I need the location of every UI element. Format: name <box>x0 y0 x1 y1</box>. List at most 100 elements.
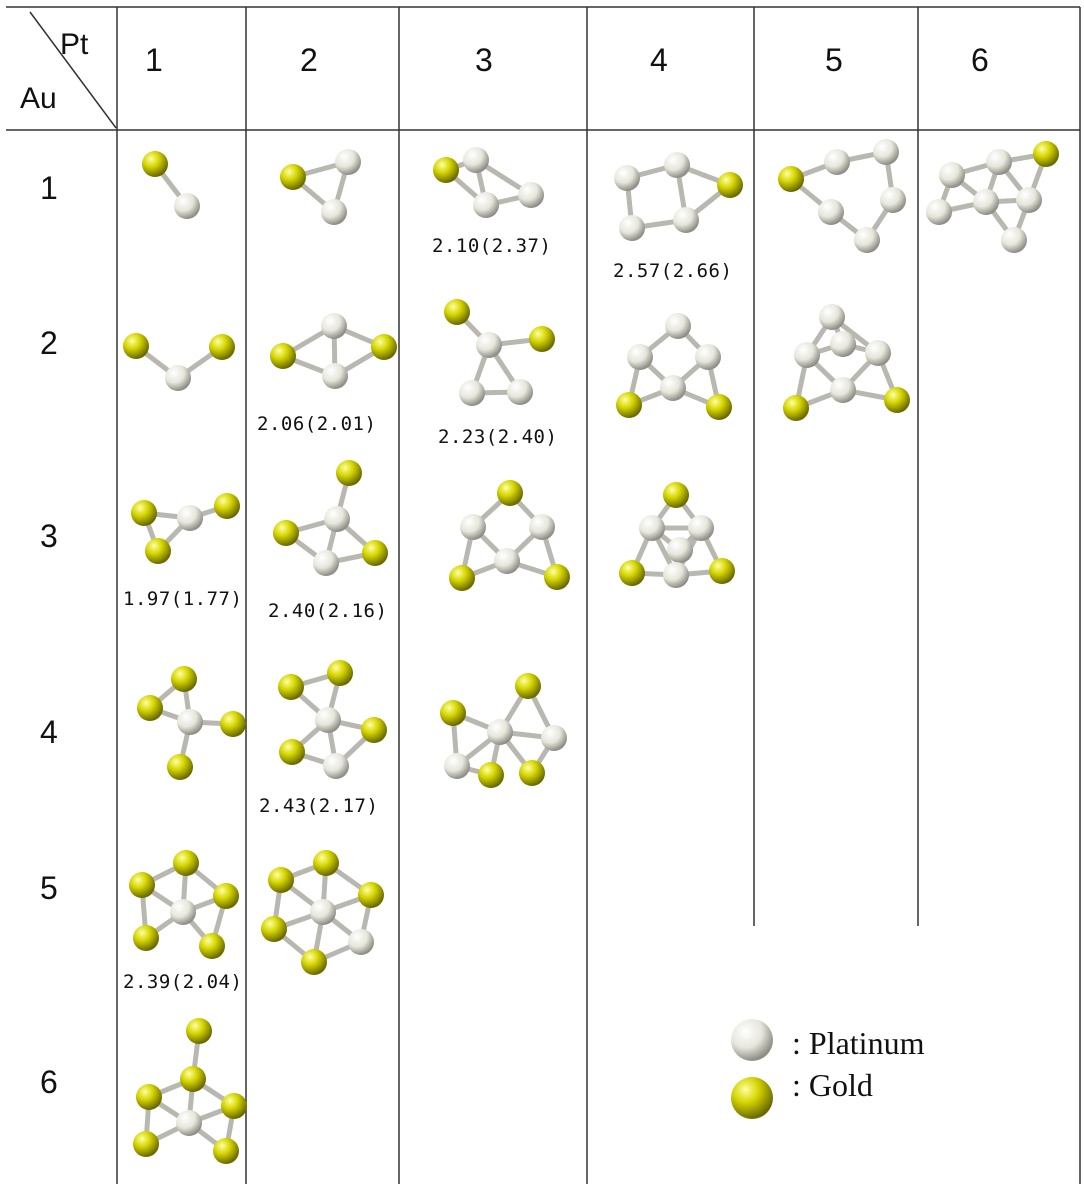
cluster-au5-pt2 <box>261 850 384 975</box>
gold-atom <box>706 394 732 420</box>
gold-atom <box>433 157 459 183</box>
gold-atom <box>142 151 168 177</box>
platinum-atom <box>476 332 502 358</box>
gold-atom <box>709 558 735 584</box>
cluster-au1-pt1 <box>142 151 200 219</box>
platinum-atom <box>627 344 653 370</box>
platinum-atom <box>660 375 686 401</box>
row-header-au-2: 2 <box>40 325 58 361</box>
gold-atom <box>268 867 294 893</box>
platinum-atom <box>321 199 347 225</box>
gold-atom <box>261 916 287 942</box>
caption-au3-pt2: 2.40(2.16) <box>268 600 388 622</box>
caption-au1-pt3: 2.10(2.37) <box>432 235 552 257</box>
gold-atom <box>478 762 504 788</box>
cluster-au3-pt3 <box>449 480 570 591</box>
gold-atom <box>362 540 388 566</box>
row-header-au-4: 4 <box>40 714 58 750</box>
legend-platinum-label: : Platinum <box>792 1025 925 1061</box>
gold-atom <box>171 666 197 692</box>
cluster-au4-pt1 <box>137 666 246 780</box>
gold-atom <box>361 717 387 743</box>
legend-gold-swatch <box>731 1077 773 1119</box>
cluster-au4-pt2 <box>278 660 387 779</box>
platinum-atom <box>854 227 880 253</box>
gold-atom <box>371 334 397 360</box>
platinum-atom <box>731 1019 773 1061</box>
gold-atom <box>173 850 199 876</box>
platinum-atom <box>460 514 486 540</box>
platinum-atom <box>665 313 691 339</box>
platinum-atom <box>174 193 200 219</box>
cluster-au1-pt2 <box>280 149 361 225</box>
cluster-au2-pt4 <box>616 313 732 420</box>
platinum-atom <box>494 548 520 574</box>
caption-au3-pt1: 1.97(1.77) <box>123 588 243 610</box>
cluster-au4-pt3 <box>440 673 567 788</box>
gold-atom <box>313 850 339 876</box>
platinum-atom <box>177 709 203 735</box>
cluster-au3-pt1 <box>131 493 240 564</box>
platinum-atom <box>323 753 349 779</box>
platinum-atom <box>664 152 690 178</box>
row-header-au-3: 3 <box>40 518 58 554</box>
platinum-atom <box>619 215 645 241</box>
platinum-atom <box>487 719 513 745</box>
col-header-pt-5: 5 <box>825 42 843 78</box>
col-header-pt-6: 6 <box>971 42 989 78</box>
gold-atom <box>131 500 157 526</box>
platinum-atom <box>315 707 341 733</box>
platinum-atom <box>873 139 899 165</box>
platinum-atom <box>673 207 699 233</box>
gold-atom <box>327 660 353 686</box>
platinum-atom <box>830 377 856 403</box>
cluster-au2-pt1 <box>123 333 235 391</box>
platinum-atom <box>473 192 499 218</box>
platinum-atom <box>986 149 1012 175</box>
gold-atom <box>220 711 246 737</box>
platinum-atom <box>313 550 339 576</box>
gold-atom <box>123 333 149 359</box>
platinum-atom <box>177 505 203 531</box>
platinum-atom <box>348 929 374 955</box>
gold-atom <box>279 739 305 765</box>
gold-atom <box>186 1018 212 1044</box>
platinum-atom <box>614 165 640 191</box>
gold-atom <box>213 883 239 909</box>
corner-diagonal <box>29 11 117 129</box>
platinum-atom <box>444 753 470 779</box>
platinum-atom <box>463 147 489 173</box>
row-header-au-1: 1 <box>40 170 58 206</box>
platinum-atom <box>973 189 999 215</box>
gold-atom <box>717 172 743 198</box>
legend-gold-label: : Gold <box>792 1067 873 1103</box>
gold-atom <box>180 1066 206 1092</box>
gold-atom <box>449 565 475 591</box>
cluster-au6-pt1 <box>133 1018 247 1164</box>
gold-atom <box>129 872 155 898</box>
gold-atom <box>519 760 545 786</box>
platinum-atom <box>529 514 555 540</box>
platinum-atom <box>818 199 844 225</box>
platinum-atom <box>663 562 689 588</box>
gold-atom <box>133 925 159 951</box>
platinum-atom <box>176 1110 202 1136</box>
gold-atom <box>884 387 910 413</box>
gold-atom <box>663 482 689 508</box>
platinum-atom <box>1001 227 1027 253</box>
gold-atom <box>213 1138 239 1164</box>
platinum-atom <box>459 380 485 406</box>
gold-atom <box>145 538 171 564</box>
legend-platinum-swatch <box>731 1019 773 1061</box>
cluster-au1-pt6 <box>926 141 1059 253</box>
gold-atom <box>783 395 809 421</box>
platinum-atom <box>1016 187 1042 213</box>
platinum-atom <box>880 187 906 213</box>
platinum-atom <box>926 199 952 225</box>
gold-atom <box>133 1131 159 1157</box>
caption-au4-pt2: 2.43(2.17) <box>259 795 379 817</box>
platinum-atom <box>667 537 693 563</box>
col-header-pt-3: 3 <box>475 42 493 78</box>
platinum-atom <box>310 899 336 925</box>
